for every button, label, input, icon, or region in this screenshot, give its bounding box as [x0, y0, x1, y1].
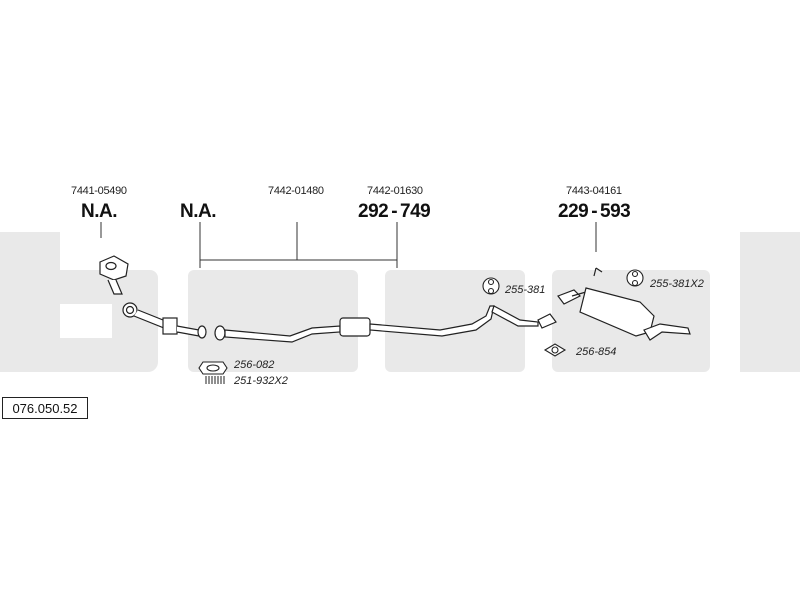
part-number-7443-04161: 7443-04161: [566, 185, 622, 197]
accessory-256-082: 256-082: [234, 359, 275, 371]
accessory-255-381: 255-381: [505, 284, 546, 296]
middle-pipe: [214, 305, 557, 343]
gasket-icon: [198, 361, 228, 375]
hanger-icon-2: [626, 269, 644, 287]
part-number-7441-05490: 7441-05490: [71, 185, 127, 197]
spring-icon: [205, 376, 225, 384]
code-na-2: N.A.: [180, 201, 217, 222]
flange-gasket-icon: [543, 343, 567, 357]
hanger-icon-1: [482, 277, 500, 295]
reference-number-box: 076.050.52: [2, 397, 88, 419]
part-number-7442-01630: 7442-01630: [367, 185, 423, 197]
code-left: 229: [558, 201, 589, 222]
accessory-256-854: 256-854: [576, 346, 617, 358]
rear-silencer: [557, 267, 691, 341]
code-292-749: 292-749: [358, 201, 431, 222]
front-pipe: [99, 255, 207, 339]
code-229-593: 229-593: [558, 201, 631, 222]
accessory-255-381x2: 255-381X2: [650, 278, 704, 290]
bosal-watermark: [0, 232, 800, 372]
part-number-7442-01480: 7442-01480: [268, 185, 324, 197]
code-na-1: N.A.: [81, 201, 118, 222]
code-left: 292: [358, 201, 389, 222]
code-right: 749: [400, 201, 431, 222]
accessory-251-932x2: 251-932X2: [234, 375, 288, 387]
code-right: 593: [600, 201, 631, 222]
